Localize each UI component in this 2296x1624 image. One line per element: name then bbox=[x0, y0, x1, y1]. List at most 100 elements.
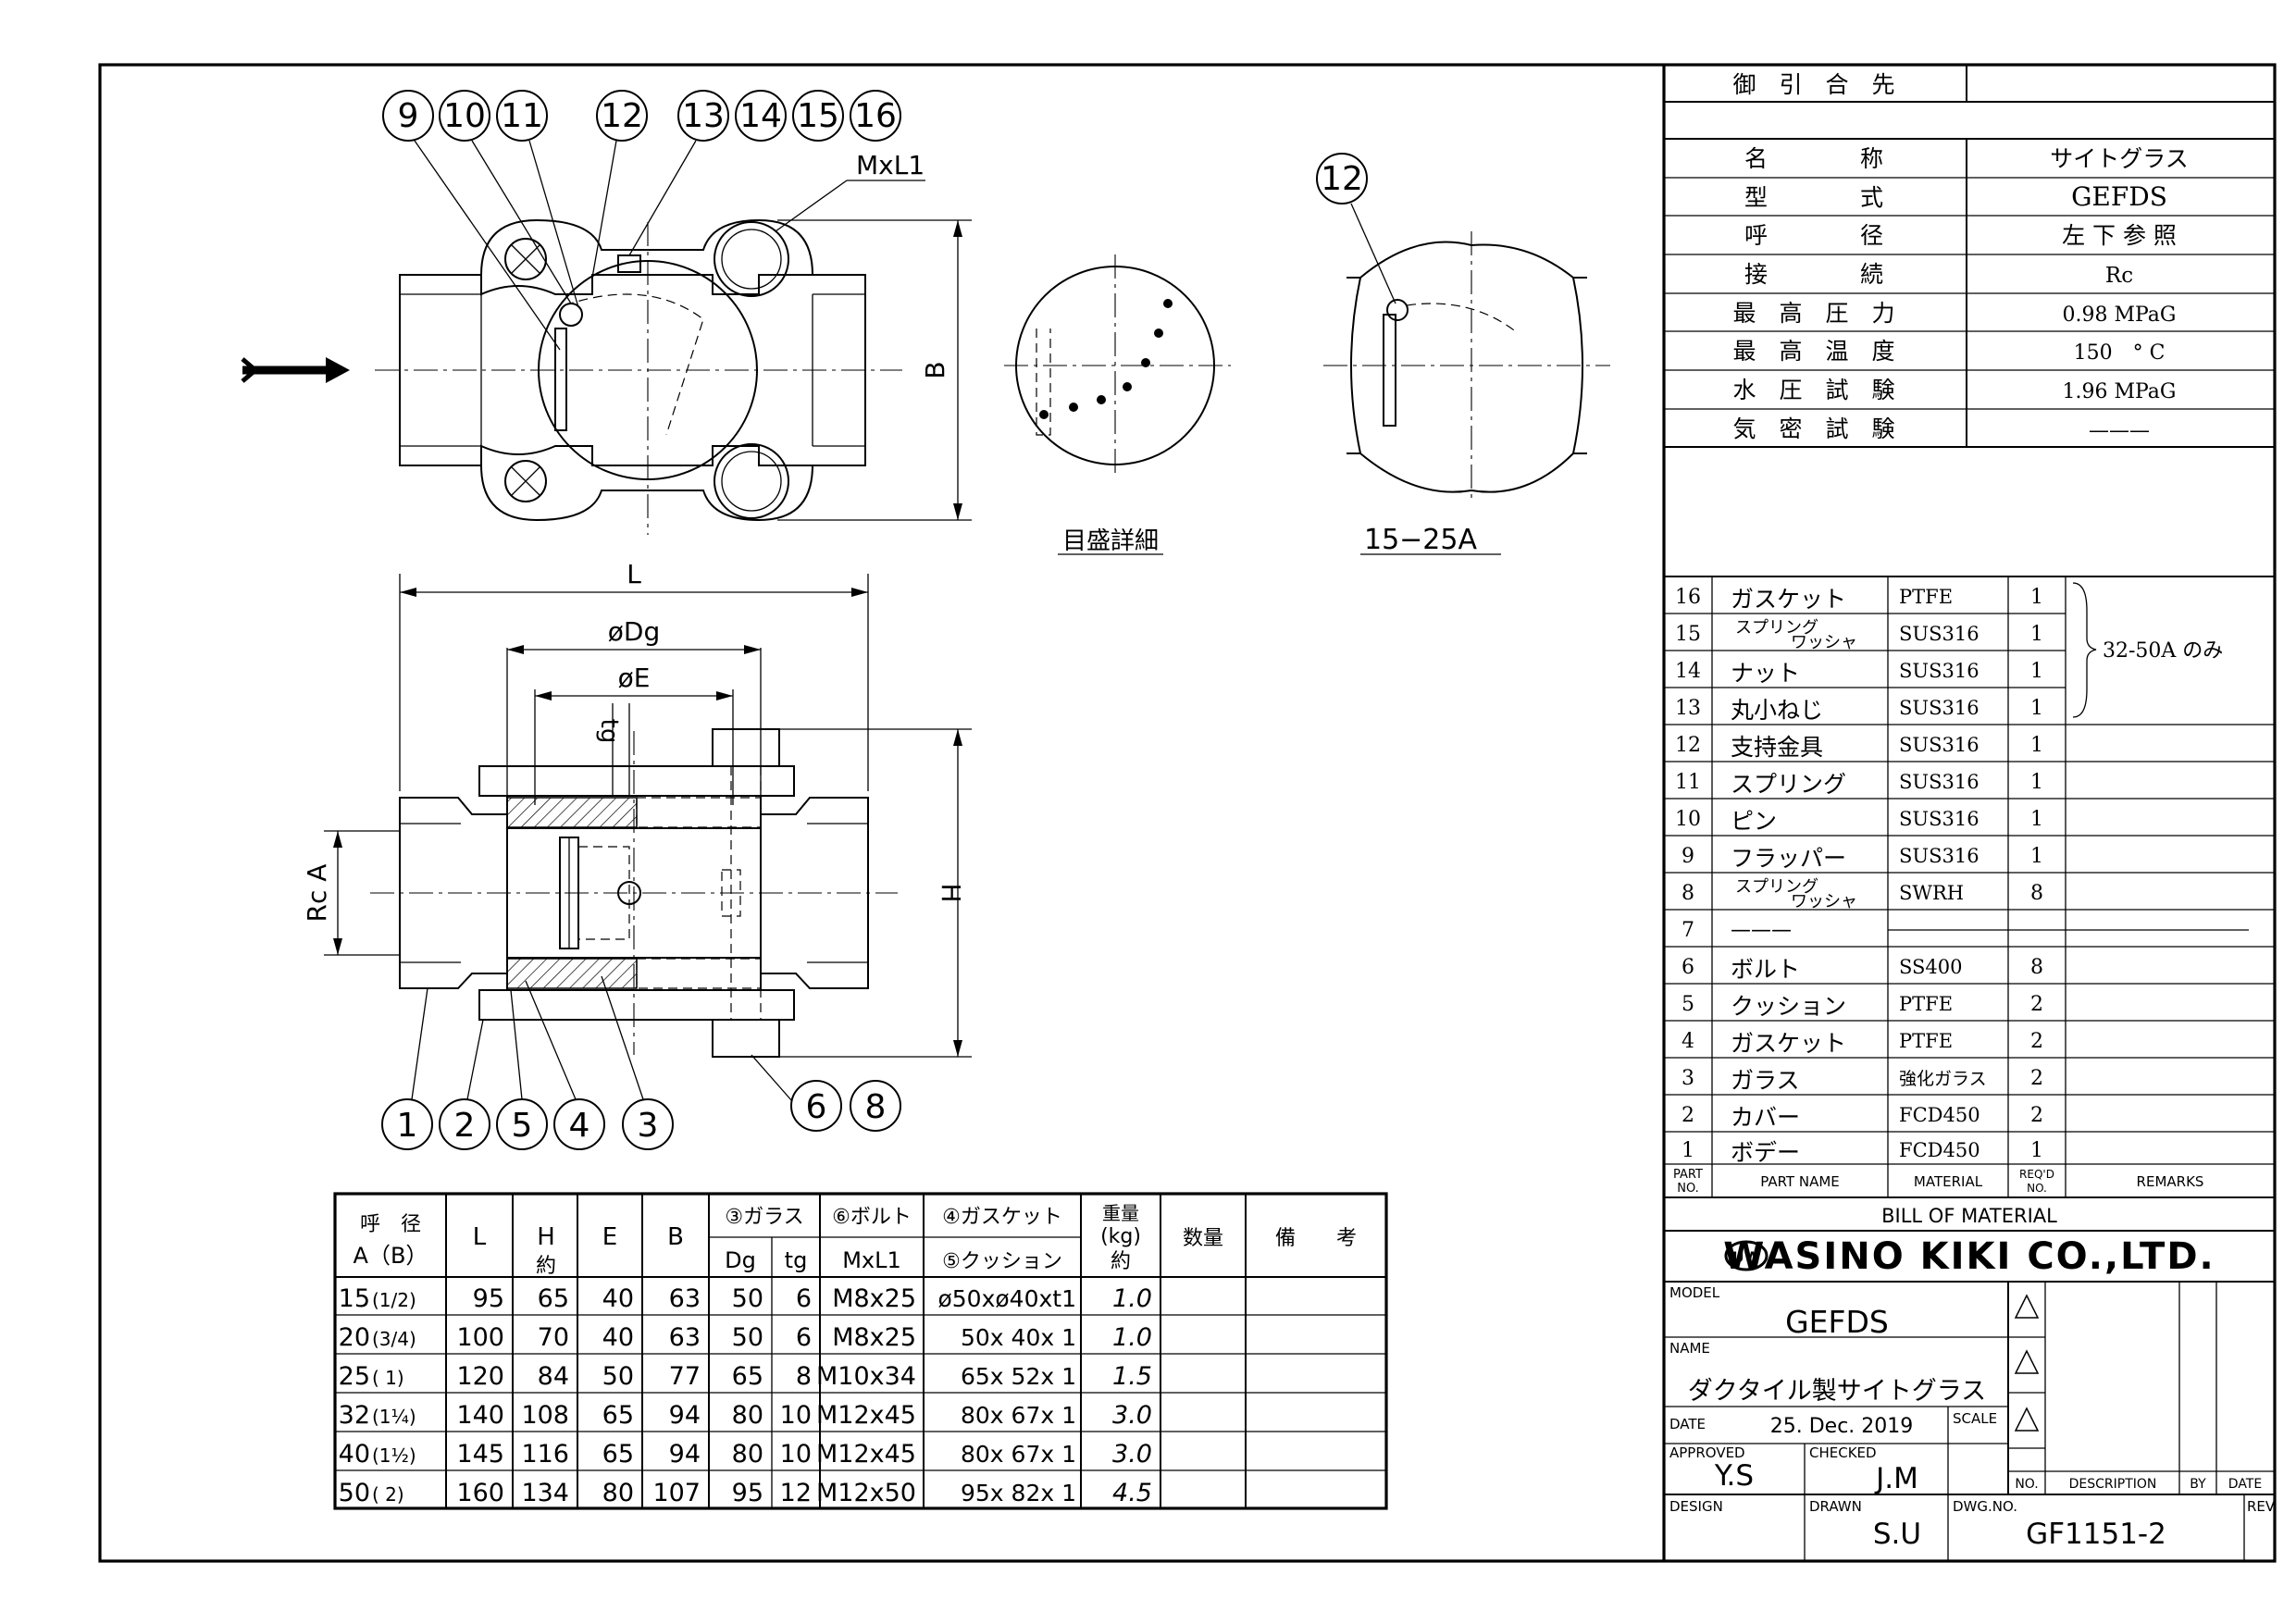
svg-text:10: 10 bbox=[1675, 808, 1701, 831]
svg-text:フラッパー: フラッパー bbox=[1731, 845, 1846, 872]
svg-text:160: 160 bbox=[456, 1479, 504, 1507]
hdr-size: 呼 径 bbox=[360, 1213, 421, 1236]
hdr-b: B bbox=[667, 1223, 684, 1251]
svg-text:1: 1 bbox=[2030, 697, 2043, 720]
svg-text:1: 1 bbox=[2030, 660, 2043, 683]
svg-text:( 1): ( 1) bbox=[372, 1367, 404, 1389]
svg-text:9: 9 bbox=[1682, 845, 1694, 868]
svg-text:SUS316: SUS316 bbox=[1899, 771, 1980, 793]
svg-text:1: 1 bbox=[2030, 623, 2043, 646]
svg-text:8: 8 bbox=[2030, 956, 2043, 979]
hdr-e: E bbox=[602, 1223, 617, 1251]
svg-text:1: 1 bbox=[397, 1107, 418, 1145]
bom-hdr-material: MATERIAL bbox=[1914, 1173, 1983, 1190]
svg-text:8: 8 bbox=[796, 1362, 812, 1391]
detail-balloon-12: 12 bbox=[1321, 160, 1363, 198]
svg-text:1: 1 bbox=[1682, 1139, 1694, 1162]
svg-text:40: 40 bbox=[339, 1440, 370, 1469]
svg-text:ガラス: ガラス bbox=[1731, 1067, 1800, 1094]
svg-text:1.5: 1.5 bbox=[1112, 1362, 1152, 1391]
scale-detail-caption: 目盛詳細 bbox=[1062, 527, 1159, 555]
svg-text:107: 107 bbox=[652, 1479, 701, 1507]
svg-text:63: 63 bbox=[669, 1284, 701, 1313]
svg-text:6: 6 bbox=[806, 1088, 827, 1126]
svg-text:DRAWN: DRAWN bbox=[1809, 1498, 1862, 1515]
dimension-table: 呼 径 A（B） L H 約 E B ③ガラス Dg tg ⑥ボルト MxL1 … bbox=[333, 1192, 1388, 1510]
title-block: MODEL GEFDS NAME ダクタイル製サイトグラス DATE 25. D… bbox=[1664, 1282, 2277, 1561]
svg-text:DATE: DATE bbox=[1669, 1416, 1706, 1432]
svg-text:95: 95 bbox=[732, 1479, 763, 1507]
svg-text:11: 11 bbox=[1675, 771, 1701, 794]
svg-text:80: 80 bbox=[732, 1440, 763, 1469]
client-label: 御 引 合 先 bbox=[1732, 71, 1894, 98]
bom-hdr-qty: REQ'D bbox=[2019, 1168, 2054, 1181]
hdr-l: L bbox=[473, 1223, 487, 1251]
svg-text:2: 2 bbox=[1682, 1104, 1694, 1127]
svg-text:REV.: REV. bbox=[2247, 1498, 2277, 1515]
svg-text:12: 12 bbox=[1675, 734, 1701, 757]
svg-text:M10x34: M10x34 bbox=[816, 1362, 916, 1391]
table-row: 50( 2) 160 134 80 107 95 12 M12x50 95x 8… bbox=[339, 1479, 1152, 1507]
svg-text:1: 1 bbox=[2030, 1139, 2043, 1162]
svg-text:94: 94 bbox=[669, 1440, 701, 1469]
svg-text:DESIGN: DESIGN bbox=[1669, 1498, 1723, 1515]
svg-text:FCD450: FCD450 bbox=[1899, 1104, 1980, 1126]
svg-text:SUS316: SUS316 bbox=[1899, 623, 1980, 645]
svg-text:50x 40x 1: 50x 40x 1 bbox=[961, 1324, 1076, 1351]
svg-text:5: 5 bbox=[512, 1107, 533, 1145]
svg-text:50: 50 bbox=[732, 1323, 763, 1352]
svg-text:12: 12 bbox=[601, 97, 643, 135]
svg-text:3.0: 3.0 bbox=[1112, 1440, 1152, 1469]
svg-text:SCALE: SCALE bbox=[1953, 1410, 1997, 1427]
bom-row: 7——— bbox=[1682, 919, 2249, 942]
top-view: B MxL1 9 10 11 12 13 14 15 16 bbox=[241, 90, 972, 535]
spec-value: 150 ° C bbox=[2074, 341, 2166, 365]
svg-text:SUS316: SUS316 bbox=[1899, 808, 1980, 830]
svg-text:SS400: SS400 bbox=[1899, 956, 1963, 978]
svg-text:10: 10 bbox=[780, 1401, 812, 1430]
hdr-weight-2: (kg) bbox=[1100, 1225, 1141, 1248]
name-value: ダクタイル製サイトグラス bbox=[1688, 1377, 1986, 1406]
svg-text:94: 94 bbox=[669, 1401, 701, 1430]
svg-text:4.5: 4.5 bbox=[1112, 1479, 1152, 1507]
svg-text:ボデー: ボデー bbox=[1731, 1139, 1800, 1166]
svg-text:15: 15 bbox=[1675, 623, 1701, 646]
svg-text:95x 82x 1: 95x 82x 1 bbox=[961, 1480, 1076, 1506]
svg-text:12: 12 bbox=[780, 1479, 812, 1507]
svg-text:M8x25: M8x25 bbox=[832, 1284, 916, 1313]
bom-remark-group: 32-50A のみ bbox=[2103, 639, 2223, 663]
svg-text:DESCRIPTION: DESCRIPTION bbox=[2069, 1477, 2157, 1492]
dim-b-label: B bbox=[920, 361, 950, 378]
svg-text:DATE: DATE bbox=[2228, 1477, 2262, 1492]
svg-text:80: 80 bbox=[602, 1479, 634, 1507]
svg-text:116: 116 bbox=[521, 1440, 569, 1469]
svg-text:DWG.NO.: DWG.NO. bbox=[1953, 1498, 2017, 1515]
hdr-qty: 数量 bbox=[1183, 1227, 1223, 1250]
svg-text:65: 65 bbox=[732, 1362, 763, 1391]
svg-text:40: 40 bbox=[602, 1284, 634, 1313]
svg-text:UW: UW bbox=[1732, 1248, 1761, 1266]
hdr-size-2: A（B） bbox=[354, 1243, 428, 1269]
svg-text:16: 16 bbox=[854, 97, 897, 135]
table-row: 32(1¼) 140 108 65 94 80 10 M12x45 80x 67… bbox=[339, 1401, 1152, 1430]
svg-text:M12x50: M12x50 bbox=[816, 1479, 916, 1507]
company-logo-icon: UW bbox=[1724, 1240, 1769, 1271]
dim-l-label: L bbox=[627, 559, 641, 589]
hdr-note: 備 考 bbox=[1275, 1227, 1357, 1250]
svg-text:2: 2 bbox=[2030, 1104, 2043, 1127]
svg-text:MODEL: MODEL bbox=[1669, 1284, 1720, 1301]
svg-text:1: 1 bbox=[2030, 845, 2043, 868]
drawn-value: S.U bbox=[1873, 1518, 1921, 1551]
spec-label: 名 称 bbox=[1744, 145, 1883, 172]
svg-text:ワッシャ: ワッシャ bbox=[1791, 892, 1857, 911]
svg-text:2: 2 bbox=[2030, 1067, 2043, 1090]
svg-text:SUS316: SUS316 bbox=[1899, 697, 1980, 719]
